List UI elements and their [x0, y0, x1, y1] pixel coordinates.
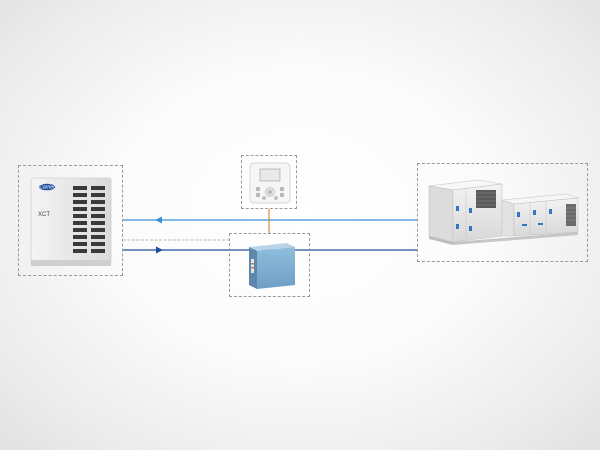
ahu-connection-kit-icon [249, 243, 295, 289]
wired-controller-icon [249, 162, 291, 204]
outdoor-unit-box[interactable]: Carrier XCT [18, 165, 123, 276]
svg-text:Carrier: Carrier [39, 185, 55, 191]
svg-text:XCT: XCT [38, 212, 50, 218]
vrf-outdoor-unit-icon: Carrier XCT [30, 177, 112, 266]
air-handling-unit-box[interactable] [417, 163, 588, 262]
ahu-kit-box[interactable] [229, 233, 310, 297]
arrow-left-icon [155, 216, 162, 224]
air-handling-unit-icon [428, 179, 579, 245]
wired-controller-box[interactable] [241, 155, 297, 209]
arrow-right-icon [156, 246, 163, 254]
